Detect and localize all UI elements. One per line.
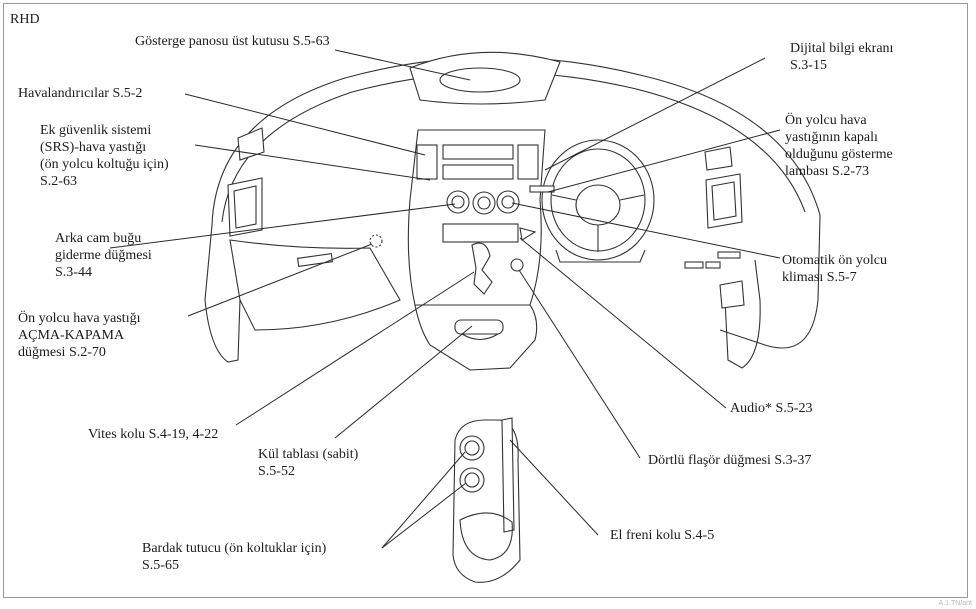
label-srs-airbag: Ek güvenlik sistemi (SRS)-hava yastığı (… bbox=[40, 123, 169, 189]
gear-lever bbox=[471, 242, 493, 295]
label-audio: Audio* S.5-23 bbox=[730, 401, 813, 416]
steering-wheel bbox=[541, 139, 655, 261]
label-vents: Havalandırıcılar S.5-2 bbox=[18, 86, 143, 101]
label-ashtray: Kül tablası (sabit) S.5-52 bbox=[258, 447, 359, 479]
label-rear-defogger: Arka cam buğu giderme düğmesi S.3-44 bbox=[55, 231, 152, 280]
center-vent-right bbox=[517, 144, 539, 180]
watermark: A.1.TN/ant bbox=[938, 600, 972, 607]
label-airbag-switch: Ön yolcu hava yastığı AÇMA-KAPAMA düğmes… bbox=[18, 311, 141, 360]
audio-panel bbox=[442, 223, 519, 243]
instrument-top-box bbox=[409, 51, 561, 105]
ashtray bbox=[454, 319, 504, 335]
climate-dial-left bbox=[446, 190, 470, 214]
right-side-panel bbox=[724, 259, 761, 369]
cup-holder-rear bbox=[459, 467, 485, 493]
hazard-button bbox=[510, 258, 524, 272]
label-airbag-off-lamp: Ön yolcu hava yastığının kapalı olduğunu… bbox=[785, 113, 893, 179]
info-display bbox=[442, 144, 514, 160]
label-shift-lever: Vites kolu S.4-19, 4-22 bbox=[88, 427, 219, 442]
cup-holder-front bbox=[459, 435, 485, 461]
label-auto-climate: Otomatik ön yolcu kliması S.5-7 bbox=[782, 253, 887, 285]
region-label: RHD bbox=[10, 12, 40, 27]
floor-console bbox=[452, 419, 521, 583]
label-cup-holder: Bardak tutucu (ön koltuklar için) S.5-65 bbox=[142, 541, 327, 573]
center-vent-left bbox=[416, 144, 438, 180]
climate-dial-center bbox=[472, 191, 496, 215]
defogger-switch bbox=[296, 253, 334, 267]
climate-dial-right bbox=[496, 190, 520, 214]
airbag-off-lamp bbox=[529, 185, 555, 193]
callout-lines bbox=[109, 49, 781, 549]
label-instrument-top-box: Gösterge panosu üst kutusu S.5-63 bbox=[135, 34, 330, 49]
left-side-panel bbox=[204, 224, 241, 363]
diagram-frame bbox=[3, 3, 968, 598]
dashboard-outline bbox=[211, 56, 821, 349]
label-digital-display: Dijital bilgi ekranı S.3-15 bbox=[790, 41, 894, 73]
parking-brake-lever bbox=[501, 417, 515, 533]
label-hazard-switch: Dörtlü flaşör düğmesi S.3-37 bbox=[648, 453, 812, 468]
label-parking-brake: El freni kolu S.4-5 bbox=[610, 528, 715, 543]
